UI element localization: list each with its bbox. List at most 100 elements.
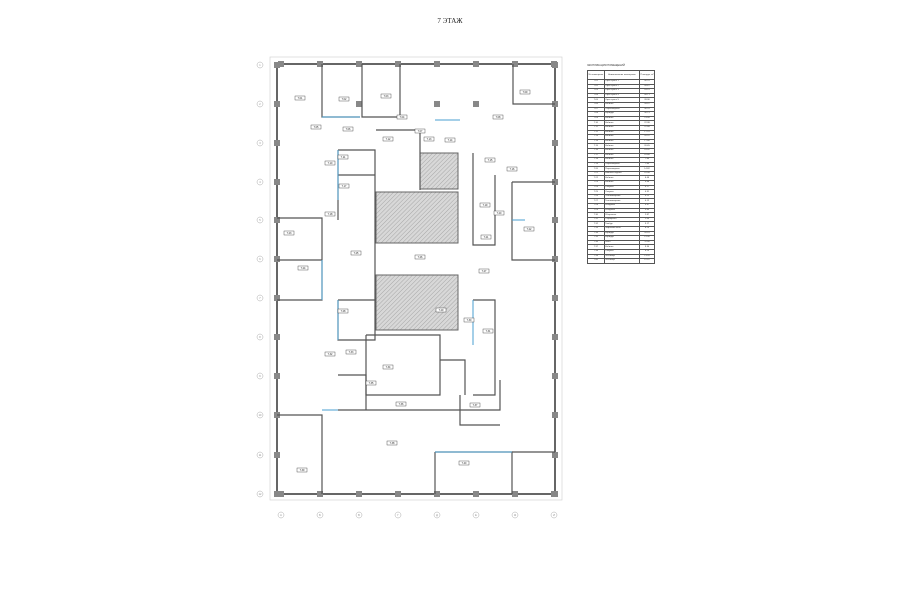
room-tag-label: 7.28: [341, 310, 346, 313]
room-tag-label: 7.30: [467, 319, 472, 322]
room-tag-label: 7.35: [369, 382, 374, 385]
room-tag: 7.30: [463, 317, 475, 323]
structural-column: [274, 295, 280, 301]
structural-column: [356, 491, 362, 497]
room-tag-label: 7.11: [341, 156, 346, 159]
room-area: 12.97: [639, 258, 655, 264]
room-tag-label: 7.04: [400, 116, 405, 119]
structural-column: [317, 491, 323, 497]
room-schedule: ЭКСПЛИКАЦИЯ ПОМЕЩЕНИЙ № помещения Наимен…: [587, 64, 657, 264]
room-tag-label: 7.26: [418, 256, 423, 259]
room-tag: 7.35: [365, 380, 377, 386]
axis-row-marker: 3: [256, 139, 264, 147]
axis-row-label: 6: [259, 258, 261, 261]
axis-row-label: 2: [259, 103, 261, 106]
room-tag-label: 7.01: [298, 97, 303, 100]
room-tag-label: 7.36: [399, 403, 404, 406]
room-tag: 7.06: [342, 126, 354, 132]
axis-col-label: Б: [319, 514, 321, 517]
axis-row-label: 4: [259, 181, 261, 184]
axis-row-label: 5: [259, 219, 261, 222]
axis-col-label: И: [553, 514, 555, 517]
axis-row-label: 12: [259, 493, 262, 496]
room-tag: 7.12: [382, 136, 394, 142]
room-tag-label: 7.22: [527, 228, 532, 231]
columns: [274, 61, 558, 497]
room-tag-label: 7.32: [328, 353, 333, 356]
room-tag: 7.21: [480, 234, 492, 240]
room-tag-label: 7.10: [328, 162, 333, 165]
room-tag-label: 7.15: [488, 159, 493, 162]
axis-col-marker: И: [550, 511, 558, 519]
schedule-table: № помещения Наименование помещения Площа…: [587, 70, 655, 264]
room-tag-label: 7.14: [448, 139, 453, 142]
structural-column: [274, 452, 280, 458]
axis-col-marker: Б: [316, 511, 324, 519]
room-tag: 7.18: [324, 211, 336, 217]
room-tag-label: 7.17: [342, 185, 347, 188]
room-tag: 7.31: [482, 328, 494, 334]
room-name: Лестница: [603, 258, 641, 264]
room-tag: 7.07: [414, 128, 426, 134]
floor-title: 7 ЭТАЖ: [437, 17, 463, 25]
structural-column: [473, 61, 479, 67]
axis-row-label: 8: [259, 336, 261, 339]
room-tag-label: 7.18: [328, 213, 333, 216]
room-tag: 7.19: [479, 202, 491, 208]
col-area: Площадь, м²: [639, 70, 655, 80]
room-tag: 7.25: [350, 250, 362, 256]
room-tag: 7.40: [458, 460, 470, 466]
core-south: [375, 274, 459, 331]
room-tag-label: 7.24: [301, 267, 306, 270]
structural-column: [395, 61, 401, 67]
room-tag-label: 7.13: [427, 138, 432, 141]
structural-column: [434, 61, 440, 67]
room-tag-label: 7.02: [342, 98, 347, 101]
structural-column: [278, 491, 284, 497]
structural-column: [274, 101, 280, 107]
structural-column: [395, 491, 401, 497]
room-tag: 7.10: [324, 160, 336, 166]
room-tag: 7.22: [523, 226, 535, 232]
structural-column: [274, 179, 280, 185]
axis-row-marker: 11: [256, 451, 264, 459]
room-tag-label: 7.27: [482, 270, 487, 273]
room-tag-label: 7.08: [496, 116, 501, 119]
axis-row-label: 7: [259, 297, 261, 300]
room-tag: 7.34: [382, 364, 394, 370]
room-tag: 7.16: [506, 166, 518, 172]
axis-row-marker: 7: [256, 294, 264, 302]
room-tag: 7.38: [386, 440, 398, 446]
col-name: Наименование помещения: [603, 70, 641, 80]
structural-column: [552, 140, 558, 146]
room-tag-label: 7.38: [390, 442, 395, 445]
axis-col-label: А: [280, 514, 282, 517]
shaft: [419, 152, 459, 190]
room-tag: 7.14: [444, 137, 456, 143]
axis-row-marker: 9: [256, 372, 264, 380]
room-number: 7.40: [587, 258, 605, 264]
room-tag: 7.27: [478, 268, 490, 274]
room-tag-label: 7.31: [486, 330, 491, 333]
structural-column: [552, 412, 558, 418]
room-tag-label: 7.37: [473, 404, 478, 407]
structural-column: [274, 140, 280, 146]
axis-col-marker: Ж: [511, 511, 519, 519]
room-tag: 7.03: [380, 93, 392, 99]
structural-column: [317, 61, 323, 67]
room-tag: 7.13: [423, 136, 435, 142]
room-tag-label: 7.20: [497, 212, 502, 215]
structural-column: [512, 61, 518, 67]
structural-column: [552, 334, 558, 340]
outer-frame: [269, 56, 563, 501]
axis-col-label: Г: [397, 514, 399, 517]
structural-column: [473, 491, 479, 497]
axis-col-marker: Г: [394, 511, 402, 519]
axis-col-marker: А: [277, 511, 285, 519]
axis-col-label: В: [358, 514, 360, 517]
axis-col-label: Е: [475, 514, 477, 517]
structural-column: [274, 373, 280, 379]
